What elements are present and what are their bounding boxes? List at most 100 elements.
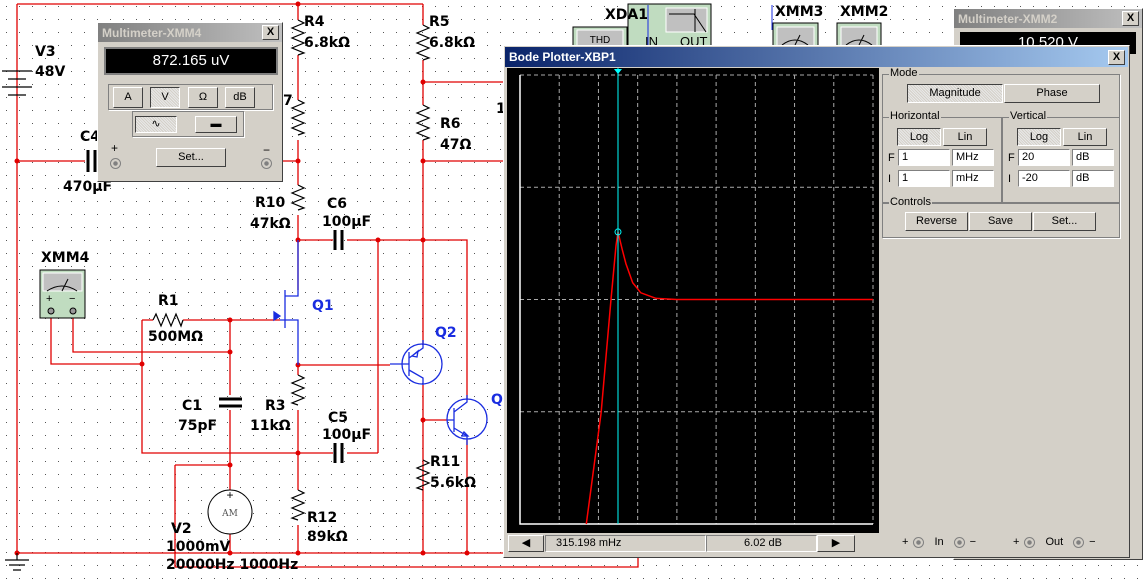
mode-db-button[interactable]: dB (225, 87, 255, 108)
close-button[interactable]: X (262, 25, 279, 40)
v2-name: V2 (171, 521, 192, 537)
bode-plot[interactable] (507, 68, 879, 533)
c1-name: C1 (182, 398, 202, 414)
v-initial-input[interactable]: -20 (1018, 170, 1070, 187)
plot-background (507, 68, 879, 533)
controls-group-label: Controls (889, 196, 932, 208)
c6-name: C6 (327, 196, 347, 212)
r3-value: 11kΩ (250, 418, 291, 434)
minus-terminal[interactable] (261, 158, 272, 169)
in-plus-terminal[interactable] (913, 536, 925, 548)
partial-label: 1 (496, 101, 506, 117)
c4-value: 470µF (63, 179, 112, 195)
resistor-r3 (290, 374, 306, 406)
cursor-left-button[interactable]: ◀ (508, 535, 544, 552)
horizontal-lin-button[interactable]: Lin (943, 128, 987, 146)
window-title: Multimeter-XMM4 (102, 25, 202, 40)
wires (16, 3, 639, 568)
c6-value: 100µF (322, 214, 371, 230)
resistor-r11 (415, 459, 431, 491)
h-initial-input[interactable]: 1 (898, 170, 950, 187)
r10-name: R10 (255, 195, 286, 211)
r12-name: R12 (307, 510, 337, 526)
save-button[interactable]: Save (969, 212, 1032, 231)
resistor-r4 (290, 19, 306, 56)
capacitor-c1 (219, 397, 242, 408)
set-button[interactable]: Set... (156, 148, 226, 167)
q3-label: Q (491, 392, 503, 408)
dc-button[interactable]: ▬ (195, 116, 237, 133)
source-v2: +AM (207, 488, 253, 535)
r5-name: R5 (429, 14, 450, 30)
vertical-log-button[interactable]: Log (1017, 128, 1061, 146)
plus-label: + (111, 141, 119, 155)
sine-wave-icon: ∿ (151, 118, 161, 130)
xmm3-label: XMM3 (775, 4, 823, 20)
dc-line-icon: ▬ (210, 118, 222, 130)
v3-value: 48V (35, 64, 65, 80)
reverse-button[interactable]: Reverse (905, 212, 968, 231)
v-initial-unit[interactable]: dB (1072, 170, 1114, 187)
v2-freq: 20000Hz 1000Hz (166, 557, 298, 573)
plus-terminal[interactable] (110, 158, 121, 169)
jfet-q1 (280, 240, 299, 365)
ac-button[interactable]: ∿ (135, 116, 177, 133)
junctions (14, 1, 470, 556)
in-plus-label: + (902, 536, 909, 548)
resistors (152, 19, 431, 521)
in-minus-terminal[interactable] (953, 536, 965, 548)
set-button[interactable]: Set... (1033, 212, 1096, 231)
q2-label: Q2 (435, 325, 457, 341)
horizontal-group-label: Horizontal (889, 110, 941, 122)
out-plus-terminal[interactable] (1024, 536, 1036, 548)
horizontal-log-button[interactable]: Log (897, 128, 941, 146)
in-terminals: + In − (902, 536, 976, 548)
phase-button[interactable]: Phase (1004, 84, 1100, 103)
vertical-lin-button[interactable]: Lin (1063, 128, 1107, 146)
ground-icon (5, 553, 29, 571)
xmm4-display: 872.165 uV (104, 47, 278, 75)
in-label: In (934, 536, 944, 548)
cursor-frequency: 315.198 mHz (545, 535, 706, 552)
mode-a-button[interactable]: A (113, 87, 143, 108)
r12-value: 89kΩ (307, 529, 348, 545)
r11-name: R11 (430, 454, 460, 470)
out-minus-terminal[interactable] (1073, 536, 1085, 548)
r4-value: 6.8kΩ (304, 35, 350, 51)
cursor-handle-icon (614, 69, 622, 74)
h-final-input[interactable]: 1 (898, 149, 950, 166)
r3-name: R3 (265, 398, 286, 414)
cursor-right-button[interactable]: ▶ (817, 535, 855, 552)
v3-name: V3 (35, 44, 56, 60)
mode-v-button[interactable]: V (150, 87, 180, 108)
xmm4-label: XMM4 (41, 250, 90, 266)
r1-value: 500MΩ (148, 329, 203, 345)
magnitude-line (585, 231, 873, 525)
xmm4-instrument[interactable]: +− (39, 269, 86, 319)
window-title: Bode Plotter-XBP1 (509, 50, 616, 64)
cursor-value: 6.02 dB (706, 535, 817, 552)
multimeter-xmm4-window[interactable]: Multimeter-XMM4 X 872.165 uV A V Ω dB ∿ ▬… (97, 22, 283, 182)
mode-ohm-button[interactable]: Ω (188, 87, 218, 108)
resistor-r10 (290, 184, 306, 211)
window-title: Multimeter-XMM2 (958, 11, 1058, 26)
c5-value: 100µF (322, 427, 371, 443)
r6-value: 47Ω (440, 137, 471, 153)
out-plus-label: + (1013, 536, 1020, 548)
close-button[interactable]: X (1122, 11, 1139, 26)
close-button[interactable]: X (1108, 49, 1125, 65)
h-initial-unit[interactable]: mHz (952, 170, 994, 187)
c4-name: C4 (80, 129, 100, 145)
out-minus-label: − (1089, 536, 1096, 548)
v-final-unit[interactable]: dB (1072, 149, 1114, 166)
r10-value: 47kΩ (250, 216, 291, 232)
transistors (273, 240, 488, 445)
arrow-left-icon: ◀ (521, 537, 531, 549)
capacitor-c5 (333, 443, 344, 463)
magnitude-button[interactable]: Magnitude (907, 84, 1003, 103)
h-final-unit[interactable]: MHz (952, 149, 994, 166)
v-final-input[interactable]: 20 (1018, 149, 1070, 166)
minus-label: − (263, 143, 271, 157)
